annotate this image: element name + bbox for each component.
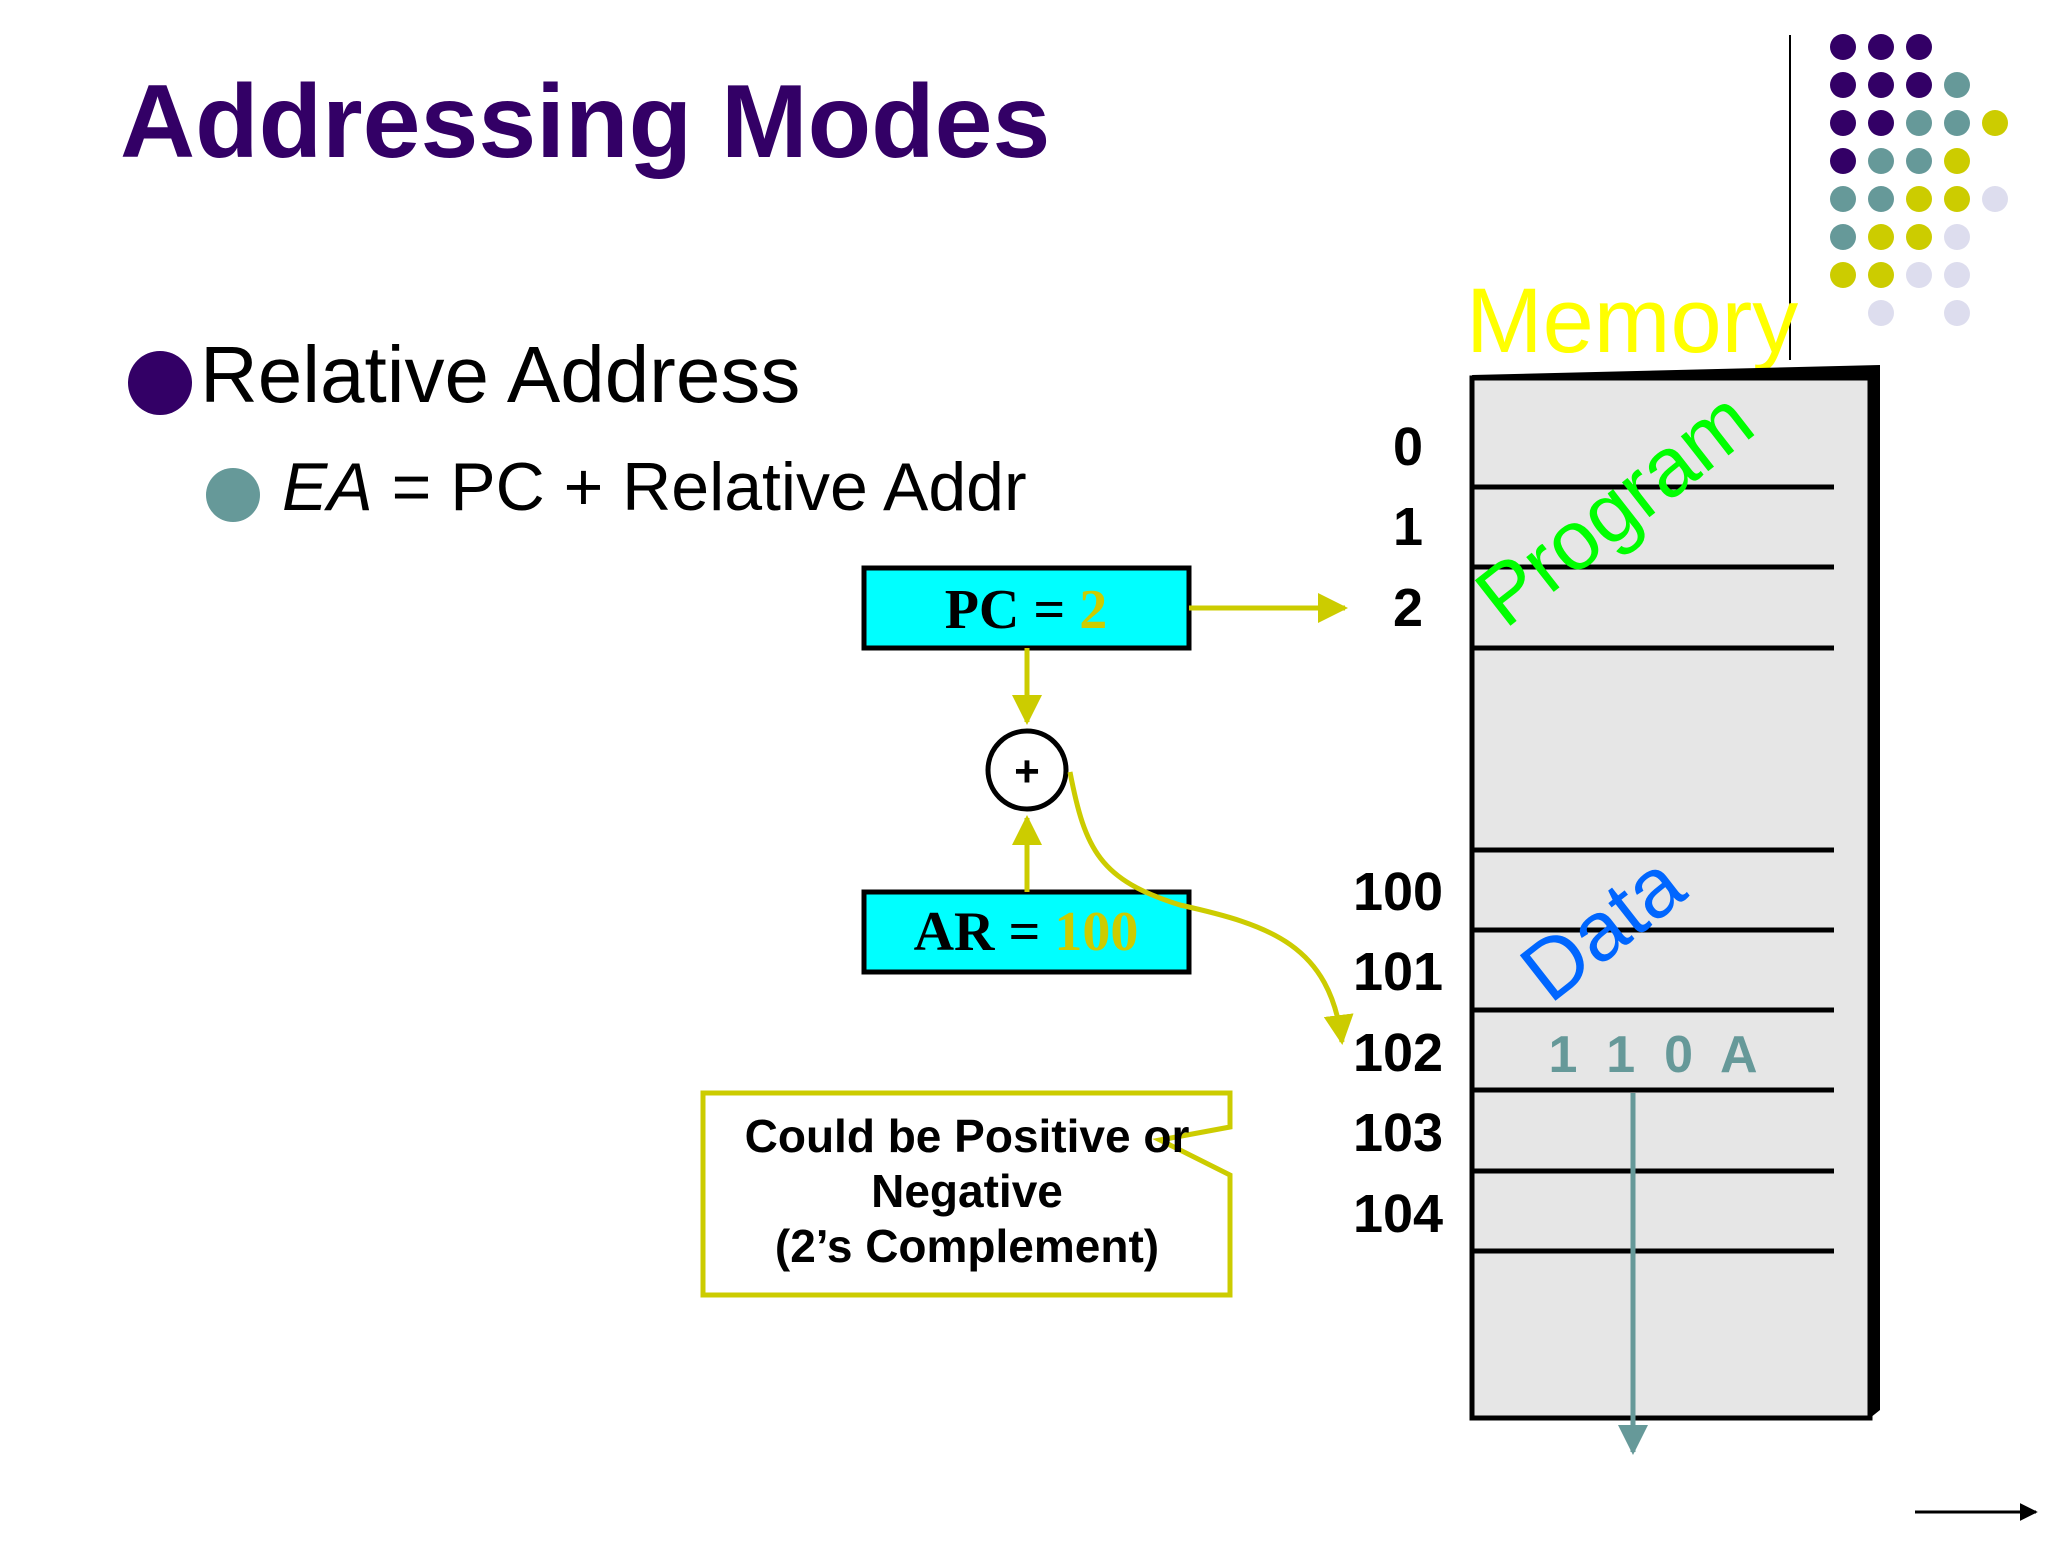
decorative-dot bbox=[1830, 110, 1856, 136]
ar-label: AR = bbox=[914, 901, 1055, 963]
pc-value: 2 bbox=[1079, 579, 1107, 641]
address-2: 2 bbox=[1393, 578, 1423, 638]
ar-value: 100 bbox=[1054, 901, 1138, 963]
decorative-dot bbox=[1868, 300, 1894, 326]
decorative-dot bbox=[1944, 72, 1970, 98]
memory-row-lines bbox=[1472, 484, 1834, 1254]
decorative-dot bbox=[1830, 148, 1856, 174]
note-line-1: Could be Positive or bbox=[745, 1110, 1190, 1162]
decorative-dot bbox=[1830, 72, 1856, 98]
address-1: 1 bbox=[1393, 497, 1423, 557]
bullet-ea-formula: EA = PC + Relative Addr bbox=[282, 449, 1027, 525]
decorative-dot bbox=[1868, 34, 1894, 60]
adder-icon bbox=[985, 728, 1069, 812]
ea-term: EA bbox=[282, 449, 373, 525]
bullet-sub-icon bbox=[206, 468, 260, 522]
decorative-dot bbox=[1906, 224, 1932, 250]
address-101: 101 bbox=[1353, 942, 1443, 1002]
decorative-dot bbox=[1944, 186, 1970, 212]
decorative-dot bbox=[1868, 110, 1894, 136]
decorative-dot bbox=[1906, 34, 1932, 60]
address-103: 103 bbox=[1353, 1103, 1443, 1163]
decorative-dot bbox=[1868, 224, 1894, 250]
decorative-dot bbox=[1906, 72, 1932, 98]
decorative-dot bbox=[1868, 186, 1894, 212]
decorative-dot bbox=[1868, 262, 1894, 288]
decorative-dot bbox=[1906, 186, 1932, 212]
decorative-dot bbox=[1830, 262, 1856, 288]
decorative-dot bbox=[1830, 224, 1856, 250]
decorative-dot bbox=[1906, 262, 1932, 288]
note-text: Could be Positive or Negative (2’s Compl… bbox=[745, 1110, 1190, 1272]
memory-block bbox=[1469, 375, 1873, 1421]
decorative-dot bbox=[1906, 148, 1932, 174]
decorative-dot bbox=[1982, 110, 2008, 136]
ea-formula-rest: = PC + Relative Addr bbox=[373, 449, 1027, 525]
page-title: Addressing Modes bbox=[120, 64, 1050, 180]
decorative-dot bbox=[1944, 262, 1970, 288]
decorative-dot-grid bbox=[1830, 34, 2008, 326]
decorative-dot bbox=[1982, 186, 2008, 212]
decorative-dot bbox=[1830, 186, 1856, 212]
sum-to-address-arrow bbox=[1067, 771, 1354, 1045]
decorative-dot bbox=[1906, 110, 1932, 136]
cell-102-value: 1 1 0 A bbox=[1548, 1026, 1757, 1084]
note-callout-box bbox=[700, 1090, 1233, 1298]
ar-register-box bbox=[861, 889, 1192, 975]
decorative-dot bbox=[1868, 148, 1894, 174]
decorative-dot bbox=[1944, 224, 1970, 250]
ar-register-text: AR = 100 bbox=[914, 901, 1139, 963]
memory-addresses: 0 1 2 100 101 102 103 104 bbox=[1353, 417, 1443, 1244]
decorative-dot bbox=[1830, 34, 1856, 60]
bullet-relative-address: Relative Address bbox=[200, 330, 800, 419]
decorative-dot bbox=[1944, 300, 1970, 326]
bullet-main-icon bbox=[128, 351, 192, 415]
note-line-2: Negative bbox=[871, 1165, 1063, 1217]
pc-register-text: PC = 2 bbox=[945, 579, 1108, 641]
memory-title: Memory bbox=[1466, 270, 1798, 372]
decorative-dot bbox=[1944, 110, 1970, 136]
decorative-dot bbox=[1944, 148, 1970, 174]
address-100: 100 bbox=[1353, 862, 1443, 922]
address-102: 102 bbox=[1353, 1023, 1443, 1083]
pc-label: PC = bbox=[945, 579, 1080, 641]
address-0: 0 bbox=[1393, 417, 1423, 477]
note-line-3: (2’s Complement) bbox=[775, 1220, 1159, 1272]
adder-plus: + bbox=[1014, 747, 1040, 796]
address-104: 104 bbox=[1353, 1184, 1443, 1244]
decorative-dot bbox=[1868, 72, 1894, 98]
